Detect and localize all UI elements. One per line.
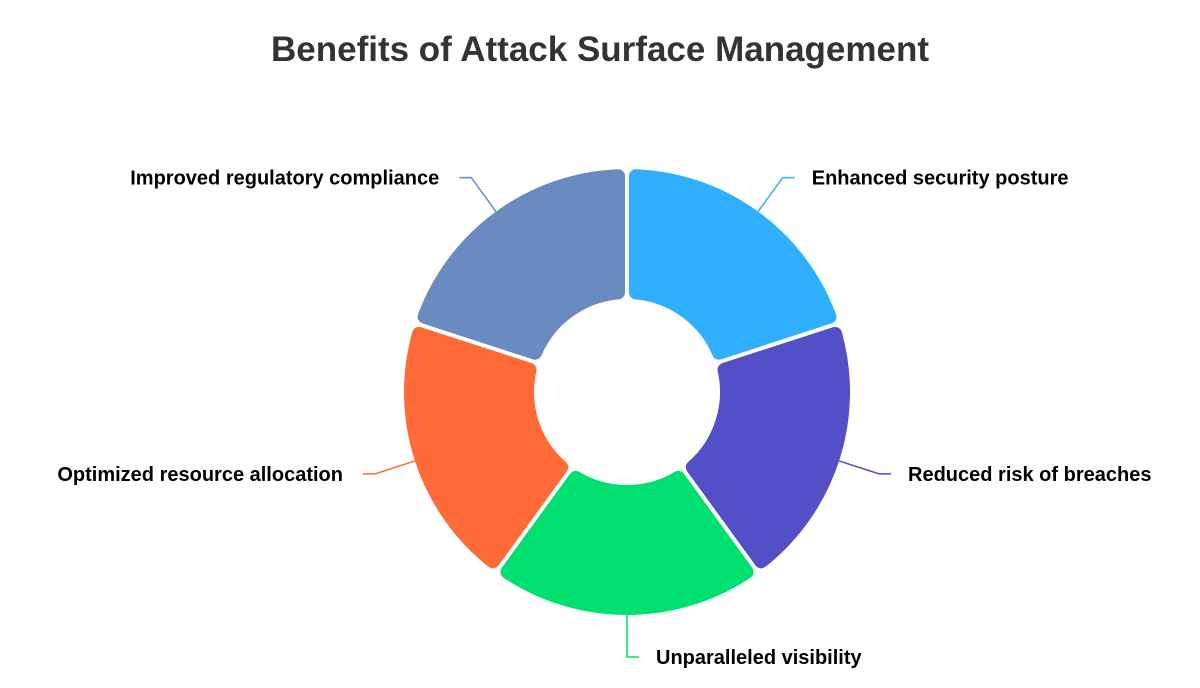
label-line [362,460,416,475]
slice-label: Optimized resource allocation [57,464,343,486]
chart-title: Benefits of Attack Surface Management [270,30,930,69]
donut-slice[interactable] [404,326,569,569]
donut-slice[interactable] [685,326,850,569]
label-line [626,615,639,658]
donut-slice[interactable] [500,470,754,615]
label-line [459,176,497,213]
slice-label: Enhanced security posture [812,168,1069,190]
label-line [757,176,795,213]
label-line [838,460,892,475]
slice-label: Unparalleled visibility [656,647,863,669]
donut-slice[interactable] [417,169,626,360]
slice-label: Reduced risk of breaches [908,464,1151,486]
slice-label: Improved regulatory compliance [130,168,439,190]
donut-slice[interactable] [628,169,837,360]
